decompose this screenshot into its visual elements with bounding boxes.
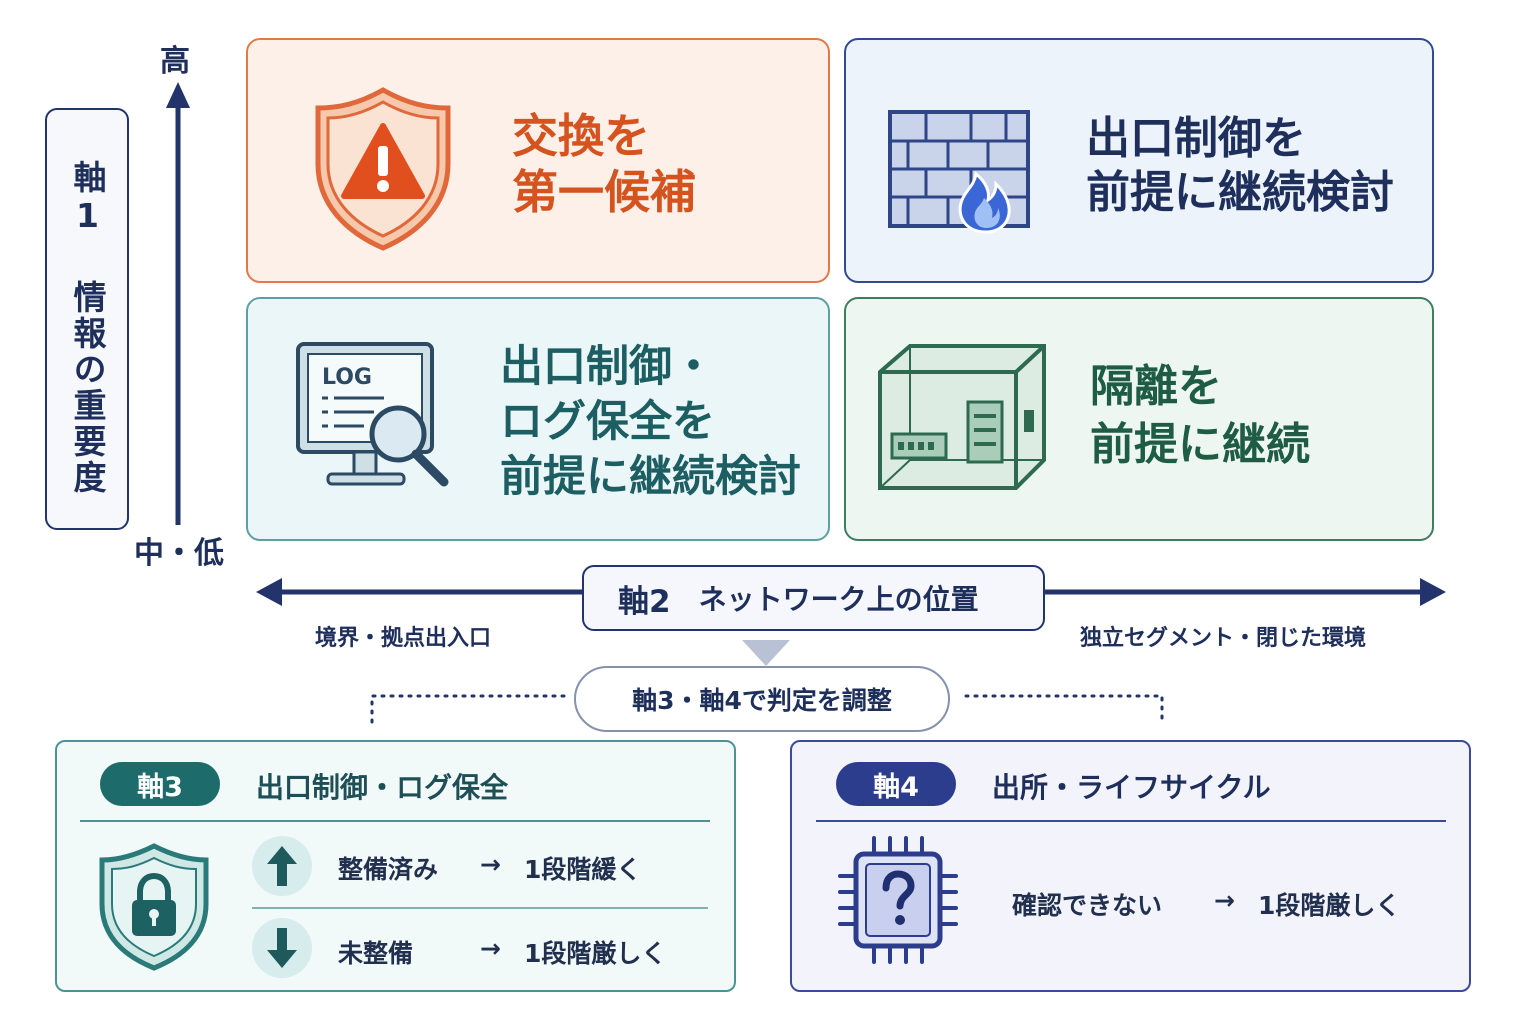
axis3-row1-condition: 整備済み: [338, 855, 439, 884]
arrow-up-icon: [252, 836, 312, 896]
quadrant-br-text: 隔離を 前提に継続: [1090, 358, 1310, 474]
axis3-row2-result: 1段階厳しく: [524, 939, 667, 968]
axis3-row2-arrow: →: [480, 934, 501, 963]
quadrant-tl-text: 交換を 第一候補: [512, 108, 696, 220]
quadrant-tl-line2: 第一候補: [512, 165, 696, 220]
quadrant-bl-text: 出口制御・ ログ保全を 前提に継続検討: [500, 340, 801, 505]
down-triangle-icon: [742, 640, 790, 666]
firewall-icon: [888, 110, 1030, 234]
axis1-high-label: 高: [160, 44, 190, 79]
shield-lock-icon: [99, 843, 209, 971]
axis3-title: 出口制御・ログ保全: [256, 771, 509, 804]
axis3-divider: [80, 820, 710, 822]
axis4-title: 出所・ライフサイクル: [992, 771, 1271, 804]
axis2-title: ネットワーク上の位置: [698, 583, 979, 616]
axis3-row1-result: 1段階緩く: [524, 855, 642, 884]
log-label: LOG: [322, 365, 372, 390]
quadrant-tl-line1: 交換を: [512, 109, 650, 163]
axis4-result: 1段階厳しく: [1258, 891, 1401, 920]
axis4-condition: 確認できない: [1012, 891, 1163, 920]
axis1-label-box: [45, 108, 129, 530]
axis1-label: 軸1 情報の重要度: [68, 160, 107, 496]
axis2-name: 軸2: [618, 583, 671, 620]
log-monitor-icon: LOG: [296, 342, 449, 487]
axis3-row2-condition: 未整備: [338, 939, 414, 968]
axis4-badge: 軸4: [836, 762, 956, 806]
axis2-right-label: 独立セグメント・閉じた環境: [1080, 626, 1367, 651]
quadrant-tr-line2: 前提に継続検討: [1086, 166, 1394, 218]
axis3-badge: 軸3: [100, 762, 220, 806]
quadrant-bl-line3: 前提に継続検討: [500, 452, 801, 503]
shield-warning-icon: [315, 87, 451, 251]
adjust-connector-lines: [370, 694, 1164, 724]
quadrant-br-line2: 前提に継続: [1090, 419, 1310, 471]
axis3-row-divider: [252, 907, 708, 909]
quadrant-br-line1: 隔離を: [1090, 361, 1222, 412]
isolated-box-icon: [878, 344, 1046, 490]
axis4-divider: [816, 820, 1446, 822]
axis3-row1-arrow: →: [480, 850, 501, 879]
axis1-label-wrap: 軸1 情報の重要度: [65, 160, 109, 500]
adjust-pill: 軸3・軸4で判定を調整: [574, 666, 950, 732]
quadrant-bl-line1: 出口制御・: [500, 342, 715, 392]
axis2-label-box: 軸2 ネットワーク上の位置: [582, 565, 1045, 631]
axis1-arrow: [166, 82, 190, 525]
quadrant-tr-line1: 出口制御を: [1086, 113, 1306, 164]
axis1-low-label: 中・低: [134, 536, 224, 571]
axis4-arrow: →: [1214, 886, 1235, 915]
quadrant-tr-text: 出口制御を 前提に継続検討: [1086, 112, 1394, 219]
axis2-left-label: 境界・拠点出入口: [315, 626, 492, 651]
arrow-down-icon: [252, 918, 312, 978]
quadrant-bl-line2: ログ保全を: [500, 397, 715, 448]
chip-question-icon: [838, 836, 958, 964]
